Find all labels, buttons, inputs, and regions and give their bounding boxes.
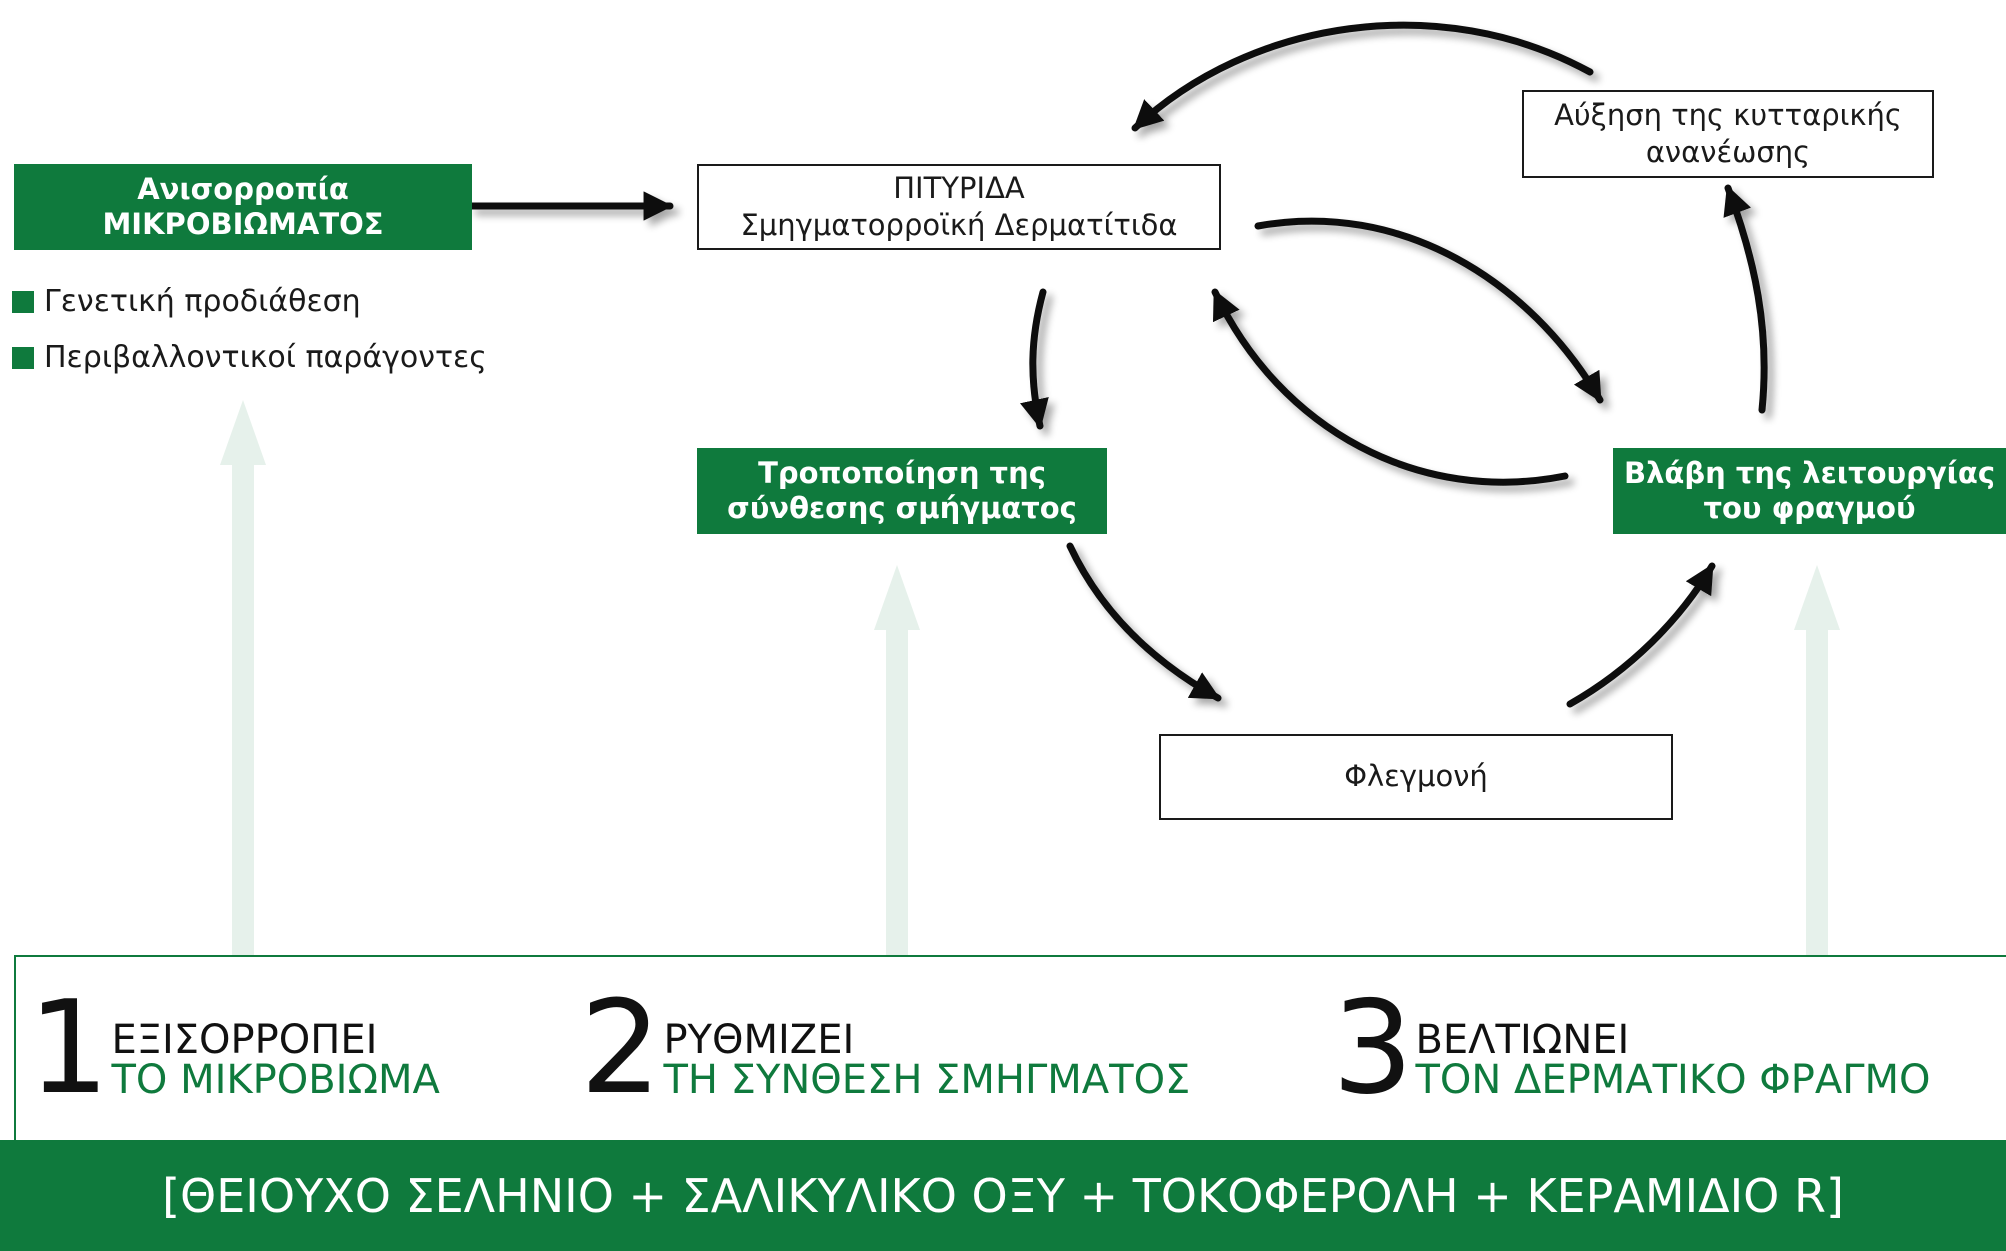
factor-genetic: Γενετική προδιάθεση (12, 284, 361, 319)
arrow-renewal-to-dandruff (1131, 21, 1594, 132)
arrow-dandruff-to-sebum (1020, 288, 1049, 430)
step-2-line1: ΡΥΘΜΙΖΕΙ (663, 1017, 855, 1064)
step-2: 2 ΡΥΘΜΙΖΕΙ ΤΗ ΣΥΝΘΕΣΗ ΣΜΗΓΜΑΤΟΣ (580, 974, 1191, 1123)
node-cell-renewal-line1: Αύξηση της κυτταρικής (1554, 97, 1902, 132)
pale-arrow-microbiome (220, 400, 266, 955)
step-2-line2: ΤΗ ΣΥΝΘΕΣΗ ΣΜΗΓΜΑΤΟΣ (663, 1057, 1191, 1104)
arrow-dandruff-to-barrier (1254, 217, 1604, 404)
factor-environmental: Περιβαλλοντικοί παράγοντες (12, 340, 487, 375)
ingredients-banner: [ΘΕΙΟΥΧΟ ΣΕΛΗΝΙΟ + ΣΑΛΙΚΥΛΙΚΟ ΟΞΥ + ΤΟΚΟ… (0, 1140, 2006, 1251)
step-1-line1: ΕΞΙΣΟΡΡΟΠΕΙ (111, 1017, 378, 1064)
node-sebum-line1: Τροποποίηση της (758, 455, 1046, 490)
node-inflammation: Φλεγμονή (1159, 734, 1673, 820)
pale-arrow-barrier (1794, 565, 1840, 955)
factor-environmental-label: Περιβαλλοντικοί παράγοντες (44, 340, 487, 375)
node-cell-renewal-line2: ανανέωσης (1645, 135, 1811, 169)
node-sebum-modification: Τροποποίηση της σύνθεσης σμήγματος (697, 448, 1107, 534)
node-cell-renewal: Αύξηση της κυτταρικής ανανέωσης (1522, 90, 1934, 178)
node-microbiome-line2: ΜΙΚΡΟΒΙΩΜΑΤΟΣ (102, 207, 384, 241)
step-1-line2: ΤΟ ΜΙΚΡΟΒΙΩΜΑ (111, 1057, 440, 1104)
node-barrier-line1: Βλάβη της λειτουργίας (1623, 455, 1996, 490)
pale-arrow-sebum (874, 565, 920, 955)
step-2-number: 2 (580, 974, 661, 1123)
node-dandruff-line2: Σμηγματορροϊκή Δερματίτιδα (740, 208, 1178, 242)
node-dandruff-line1: ΠΙΤΥΡΙΔΑ (893, 170, 1025, 205)
arrow-inflammation-to-barrier (1566, 562, 1716, 708)
step-3: 3 ΒΕΛΤΙΩΝΕΙ ΤΟΝ ΔΕΡΜΑΤΙΚΟ ΦΡΑΓΜΟ (1332, 974, 1931, 1123)
node-barrier-line2: του φραγμού (1703, 491, 1916, 525)
step-1-number: 1 (28, 974, 109, 1123)
node-microbiome-line1: Ανισορροπία (137, 171, 349, 206)
factor-genetic-label: Γενετική προδιάθεση (44, 284, 361, 319)
bullet-square-icon (12, 346, 34, 369)
step-3-line2: ΤΟΝ ΔΕΡΜΑΤΙΚΟ ΦΡΑΓΜΟ (1415, 1057, 1931, 1104)
step-3-number: 3 (1332, 974, 1413, 1123)
arrow-barrier-to-dandruff (1211, 288, 1569, 486)
node-inflammation-label: Φλεγμονή (1344, 759, 1488, 794)
ingredients-text: [ΘΕΙΟΥΧΟ ΣΕΛΗΝΙΟ + ΣΑΛΙΚΥΛΙΚΟ ΟΞΥ + ΤΟΚΟ… (162, 1168, 1844, 1223)
node-sebum-line2: σύνθεσης σμήγματος (727, 491, 1077, 525)
arrow-barrier-to-renewal (1723, 184, 1768, 414)
bullet-square-icon (12, 290, 34, 313)
step-1: 1 ΕΞΙΣΟΡΡΟΠΕΙ ΤΟ ΜΙΚΡΟΒΙΩΜΑ (28, 974, 440, 1123)
benefits-panel (14, 955, 2006, 1140)
node-microbiome-imbalance: Ανισορροπία ΜΙΚΡΟΒΙΩΜΑΤΟΣ (14, 164, 472, 250)
step-3-line1: ΒΕΛΤΙΩΝΕΙ (1415, 1017, 1630, 1064)
arrow-sebum-to-inflammation (1066, 542, 1222, 702)
node-dandruff: ΠΙΤΥΡΙΔΑ Σμηγματορροϊκή Δερματίτιδα (697, 164, 1221, 250)
node-barrier-damage: Βλάβη της λειτουργίας του φραγμού (1613, 448, 2006, 534)
